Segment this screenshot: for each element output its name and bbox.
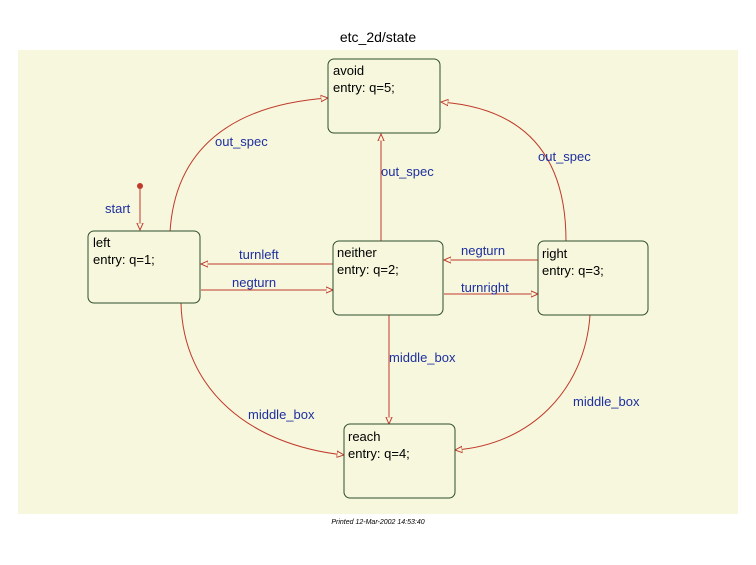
state-neither-name: neither: [337, 245, 377, 260]
state-neither[interactable]: neither entry: q=2;: [332, 240, 444, 316]
right-to-reach-label: middle_box: [573, 394, 640, 409]
right-to-neither-label: negturn: [461, 243, 505, 258]
state-neither-entry: entry: q=2;: [337, 262, 399, 277]
neither-to-right-label: turnright: [461, 280, 509, 295]
state-avoid-name: avoid: [333, 63, 364, 78]
neither-to-avoid-label: out_spec: [381, 164, 434, 179]
diagram-title: etc_2d/state: [339, 29, 417, 45]
state-left-entry: entry: q=1;: [93, 252, 155, 267]
right-to-reach-transition: [455, 314, 591, 450]
state-left-name: left: [93, 235, 111, 250]
left-to-reach-label: middle_box: [248, 407, 315, 422]
state-left[interactable]: left entry: q=1;: [87, 230, 201, 304]
print-timestamp: Printed 12-Mar-2002 14:53:40: [331, 519, 425, 526]
state-right[interactable]: right entry: q=3;: [537, 240, 649, 316]
left-to-avoid-label: out_spec: [215, 134, 268, 149]
start-dot: [137, 183, 143, 189]
start-transition-label: start: [105, 201, 131, 216]
left-to-avoid-transition: [169, 98, 328, 233]
state-reach[interactable]: reach entry: q=4;: [343, 423, 456, 499]
neither-to-reach-label: middle_box: [389, 350, 456, 365]
left-to-neither-label: negturn: [232, 275, 276, 290]
right-to-avoid-label: out_spec: [538, 149, 591, 164]
state-right-name: right: [542, 246, 568, 261]
neither-to-left-label: turnleft: [239, 247, 279, 262]
right-to-avoid-transition: [441, 102, 567, 242]
state-right-entry: entry: q=3;: [542, 263, 604, 278]
left-to-reach-transition: [180, 302, 344, 455]
state-reach-name: reach: [348, 429, 381, 444]
state-avoid[interactable]: avoid entry: q=5;: [327, 58, 441, 134]
state-reach-entry: entry: q=4;: [348, 446, 410, 461]
state-avoid-entry: entry: q=5;: [333, 80, 395, 95]
